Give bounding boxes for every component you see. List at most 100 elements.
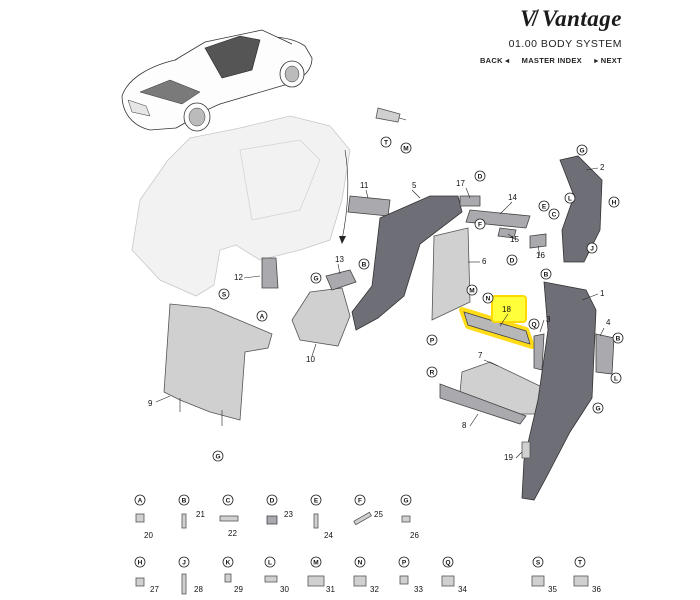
callout-bubble-G2: G — [310, 272, 322, 284]
part-16-clip[interactable] — [529, 233, 547, 249]
callout-bubble-G: G — [576, 144, 588, 156]
nav-bar: BACK ◂ MASTER INDEX ▸ NEXT — [470, 56, 622, 65]
part-label: 17 — [456, 179, 465, 188]
callout-bubble-P: P — [426, 334, 438, 346]
part-9-panel[interactable] — [163, 303, 273, 421]
svg-text:Q: Q — [445, 560, 450, 567]
part-label: 12 — [234, 273, 243, 282]
part-11-trim[interactable] — [347, 195, 391, 217]
part-label: 13 — [335, 255, 344, 264]
svg-text:H: H — [138, 560, 143, 567]
svg-text:23: 23 — [284, 510, 293, 519]
back-link[interactable]: BACK ◂ — [479, 56, 510, 65]
fastener-legend: A 20 B 21 C 22 D 23 E 24 F 25 — [134, 494, 601, 595]
callout-bubble-E: E — [538, 200, 550, 212]
svg-text:A: A — [260, 314, 265, 321]
part-15-clip[interactable] — [497, 227, 517, 239]
master-index-link[interactable]: MASTER INDEX — [521, 56, 582, 65]
part-5-trim[interactable] — [351, 195, 463, 331]
part-10-panel[interactable] — [291, 287, 351, 347]
svg-text:P: P — [430, 338, 435, 345]
svg-text:S: S — [536, 560, 541, 567]
svg-text:F: F — [358, 498, 362, 505]
part-label: 18 — [502, 305, 511, 314]
callout-bubble-K: L — [564, 192, 576, 204]
callout-bubble-D: D — [506, 254, 518, 266]
svg-text:D: D — [270, 498, 275, 505]
part-18-strip[interactable] — [463, 311, 531, 345]
part-label: 5 — [412, 181, 417, 190]
part-3-strip[interactable] — [533, 333, 545, 371]
section-title: 01.00 BODY SYSTEM — [508, 38, 622, 50]
callout-bubble-B3: B — [612, 332, 624, 344]
car-thumbnail — [121, 29, 313, 132]
svg-text:27: 27 — [150, 585, 159, 594]
svg-text:36: 36 — [592, 585, 601, 594]
part-12-bracket[interactable] — [261, 257, 279, 289]
svg-text:A: A — [138, 498, 143, 505]
part-2-pillar[interactable] — [559, 155, 603, 263]
part-1-pillar[interactable] — [521, 281, 597, 501]
svg-text:D: D — [510, 258, 515, 265]
callout-bubble-M: M — [400, 142, 412, 154]
svg-text:26: 26 — [410, 531, 419, 540]
callout-bubble-C: D — [474, 170, 486, 182]
svg-text:L: L — [268, 560, 272, 567]
svg-text:G: G — [579, 148, 584, 155]
svg-text:L: L — [614, 376, 618, 383]
callout-bubble-F: F — [474, 218, 486, 230]
svg-text:B: B — [544, 272, 549, 279]
part-label: 15 — [510, 235, 519, 244]
svg-text:C: C — [226, 498, 231, 505]
svg-text:J: J — [590, 246, 594, 253]
part-6-panel[interactable] — [431, 227, 471, 321]
svg-text:R: R — [430, 370, 435, 377]
svg-text:N: N — [358, 560, 363, 567]
svg-text:C: C — [552, 212, 557, 219]
svg-text:M: M — [403, 146, 408, 153]
header: V̸ Vantage 01.00 BODY SYSTEM — [509, 6, 622, 50]
part-19-plug[interactable] — [521, 441, 531, 459]
callout-bubble-G4: G — [212, 450, 224, 462]
part-label: 3 — [546, 315, 551, 324]
callout-bubble-C2: C — [548, 208, 560, 220]
part-label: 10 — [306, 355, 315, 364]
svg-text:T: T — [384, 140, 388, 147]
callout-bubble-J: J — [586, 242, 598, 254]
callout-bubble-R: R — [426, 366, 438, 378]
svg-text:21: 21 — [196, 510, 205, 519]
svg-text:B: B — [182, 498, 187, 505]
svg-text:M: M — [469, 288, 474, 295]
part-label: 9 — [148, 399, 153, 408]
next-link[interactable]: ▸ NEXT — [594, 56, 622, 65]
svg-text:24: 24 — [324, 531, 333, 540]
svg-text:32: 32 — [370, 585, 379, 594]
svg-text:31: 31 — [326, 585, 335, 594]
svg-text:G: G — [215, 454, 220, 461]
part-8-trim[interactable] — [439, 383, 527, 425]
pointer-arrow — [341, 149, 349, 241]
svg-text:N: N — [486, 296, 491, 303]
svg-text:33: 33 — [414, 585, 423, 594]
part-13-clip[interactable] — [325, 269, 357, 291]
callout-bubble-G3: G — [592, 402, 604, 414]
part-17-clip[interactable] — [459, 195, 481, 207]
callout-bubble-N: N — [482, 292, 494, 304]
part-label: 1 — [600, 289, 605, 298]
svg-text:H: H — [612, 200, 617, 207]
leader-lines — [155, 167, 605, 459]
svg-text:J: J — [182, 560, 186, 567]
svg-text:B: B — [362, 262, 367, 269]
svg-text:29: 29 — [234, 585, 243, 594]
svg-text:28: 28 — [194, 585, 203, 594]
part-label: 6 — [482, 257, 487, 266]
callout-bubble-H: H — [608, 196, 620, 208]
part-label: 2 — [600, 163, 605, 172]
svg-text:20: 20 — [144, 531, 153, 540]
part-number-labels: 1 2 3 4 5 6 7 8 9 10 11 12 13 14 15 16 1… — [148, 163, 611, 462]
part-4-bracket[interactable] — [595, 333, 615, 375]
callout-bubble-T: T — [380, 136, 392, 148]
svg-text:L: L — [568, 196, 572, 203]
svg-text:K: K — [226, 560, 231, 567]
